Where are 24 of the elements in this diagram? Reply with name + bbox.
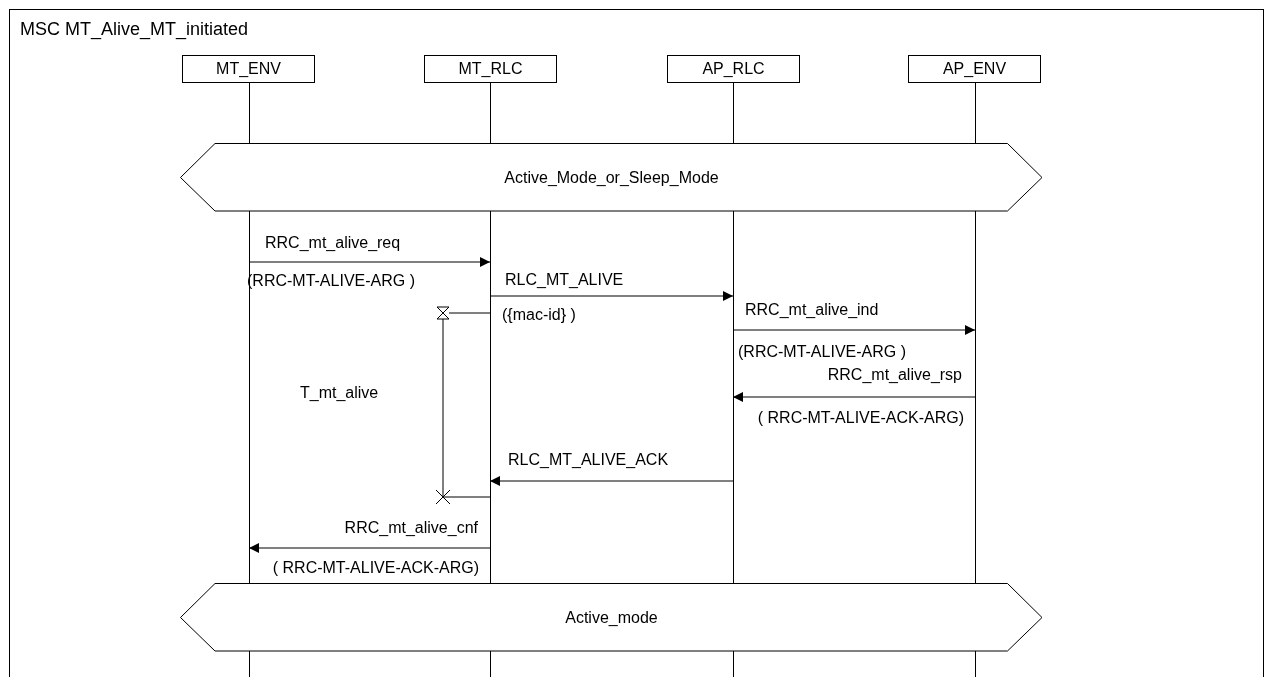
message-label: RRC_mt_alive_req <box>265 234 401 252</box>
message-parameter: ({mac-id} ) <box>502 306 576 324</box>
message-arrow <box>732 392 976 402</box>
message-arrow <box>489 476 734 486</box>
message-arrow <box>248 543 491 553</box>
message-parameter: (RRC-MT-ALIVE-ARG ) <box>738 343 906 361</box>
message-label: RLC_MT_ALIVE_ACK <box>508 451 669 469</box>
instance-box: AP_RLC <box>667 55 800 83</box>
message-arrow <box>732 325 976 335</box>
instance-box: MT_RLC <box>424 55 557 83</box>
instance-box: MT_ENV <box>182 55 315 83</box>
message-parameter: ( RRC-MT-ALIVE-ACK-ARG) <box>272 559 479 577</box>
message-arrow <box>248 257 491 267</box>
message-arrow <box>489 291 734 301</box>
message-label: RRC_mt_alive_rsp <box>827 366 962 384</box>
instance-box: AP_ENV <box>908 55 1041 83</box>
message-parameter: ( RRC-MT-ALIVE-ACK-ARG) <box>757 409 964 427</box>
diagram-title: MSC MT_Alive_MT_initiated <box>20 20 249 38</box>
message-label: RRC_mt_alive_cnf <box>344 519 478 537</box>
message-label: RRC_mt_alive_ind <box>745 301 879 319</box>
message-label: RLC_MT_ALIVE <box>505 271 624 289</box>
condition-hexagon: Active_Mode_or_Sleep_Mode <box>180 143 1043 212</box>
timer-label: T_mt_alive <box>300 384 379 402</box>
condition-hexagon: Active_mode <box>180 583 1043 652</box>
